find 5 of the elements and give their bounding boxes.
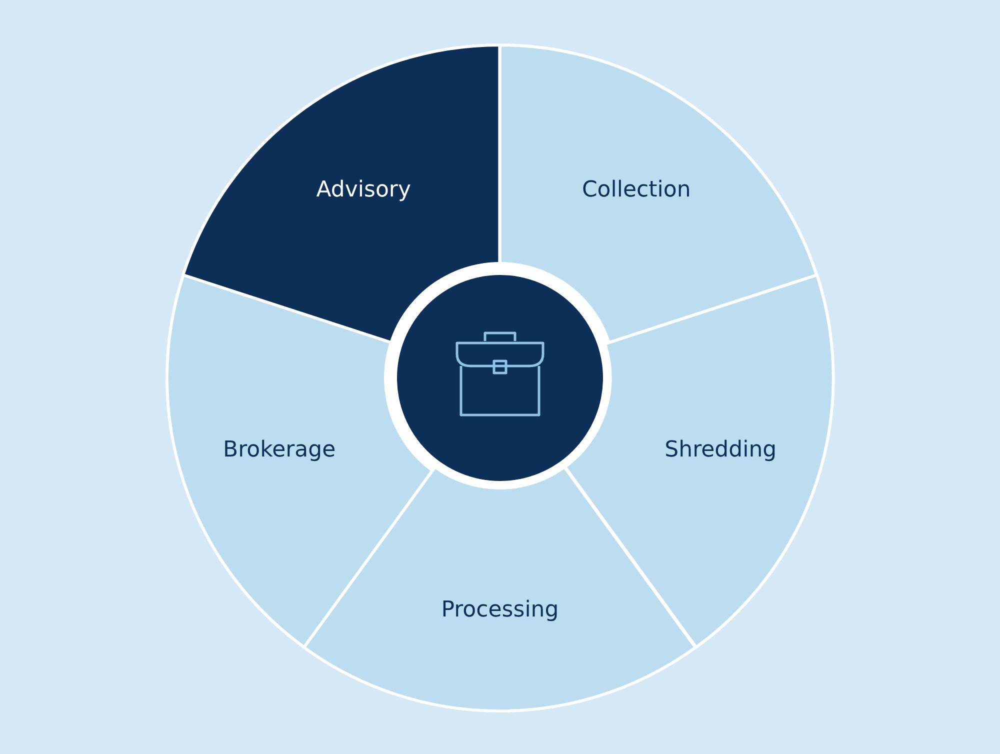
segment-label: Collection xyxy=(582,178,691,203)
segment-label: Brokerage xyxy=(223,437,336,462)
segment-label: Processing xyxy=(441,597,559,622)
segment-label: Shredding xyxy=(664,437,777,462)
segment-label: Advisory xyxy=(316,178,411,203)
